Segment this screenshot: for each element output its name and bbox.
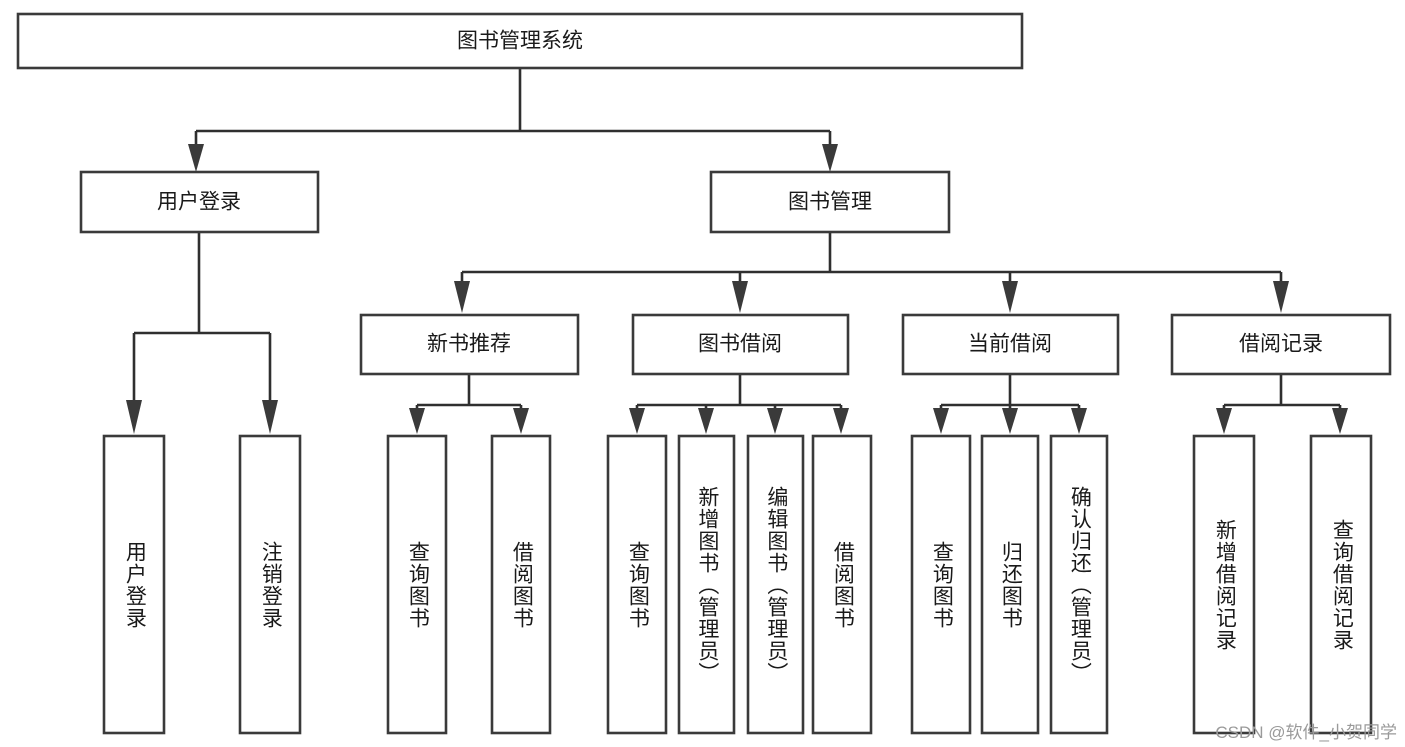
node-borrow-records-label: 借阅记录 <box>1239 333 1323 356</box>
leaf-borrow-edit-book[interactable] <box>746 434 805 735</box>
node-user-login[interactable] <box>79 170 320 234</box>
arrow-borrow-3 <box>767 408 783 434</box>
arrow-l3-1 <box>454 281 470 313</box>
arrow-bookmgmt <box>822 144 838 172</box>
leaf-current-confirm-return[interactable] <box>1049 434 1109 735</box>
node-book-borrow[interactable] <box>631 313 850 376</box>
node-current-borrow-label: 当前借阅 <box>968 333 1052 356</box>
leaf-records-add-record[interactable] <box>1192 434 1256 735</box>
connector-group <box>126 68 1348 434</box>
leaf-current-return-book[interactable] <box>980 434 1040 735</box>
watermark-text: CSDN @软件_小贺同学 <box>1215 723 1397 742</box>
arrow-current-3 <box>1071 408 1087 434</box>
leaf-borrow-borrow-book[interactable] <box>811 434 873 735</box>
leaf-borrow-add-book[interactable] <box>677 434 736 735</box>
leaf-borrow-query-book[interactable] <box>606 434 668 735</box>
node-user-login-label: 用户登录 <box>157 191 241 214</box>
node-current-borrow[interactable] <box>901 313 1120 376</box>
arrow-login <box>188 144 204 172</box>
leaf-login-logout[interactable] <box>238 434 302 735</box>
leaf-recommend-borrow-book[interactable] <box>490 434 552 735</box>
leaf-recommend-query-book[interactable] <box>386 434 448 735</box>
arrow-current-2 <box>1002 408 1018 434</box>
arrow-borrow-4 <box>833 408 849 434</box>
node-book-management[interactable] <box>709 170 951 234</box>
arrow-borrow-1 <box>629 408 645 434</box>
node-box-group <box>16 12 1392 735</box>
arrow-records-2 <box>1332 408 1348 434</box>
arrow-l3-4 <box>1273 281 1289 313</box>
arrow-records-1 <box>1216 408 1232 434</box>
arrow-l3-3 <box>1002 281 1018 313</box>
node-new-book-recommend-label: 新书推荐 <box>427 333 511 356</box>
horizontal-label-group: 图书管理系统 用户登录 图书管理 新书推荐 图书借阅 当前借阅 借阅记录 <box>157 30 1323 356</box>
node-new-book-recommend[interactable] <box>359 313 580 376</box>
node-root[interactable] <box>16 12 1024 70</box>
arrow-current-1 <box>933 408 949 434</box>
arrow-borrow-2 <box>698 408 714 434</box>
node-root-label: 图书管理系统 <box>457 30 583 53</box>
arrow-recommend-2 <box>513 408 529 434</box>
arrow-l3-2 <box>732 281 748 313</box>
leaf-records-query-record[interactable] <box>1309 434 1373 735</box>
node-borrow-records[interactable] <box>1170 313 1392 376</box>
arrow-leaf-login-1 <box>126 400 142 434</box>
leaf-login-user-login[interactable] <box>102 434 166 735</box>
node-book-management-label: 图书管理 <box>788 191 872 214</box>
arrow-recommend-1 <box>409 408 425 434</box>
arrow-leaf-login-2 <box>262 400 278 434</box>
node-book-borrow-label: 图书借阅 <box>698 333 782 356</box>
leaf-current-query-book[interactable] <box>910 434 972 735</box>
